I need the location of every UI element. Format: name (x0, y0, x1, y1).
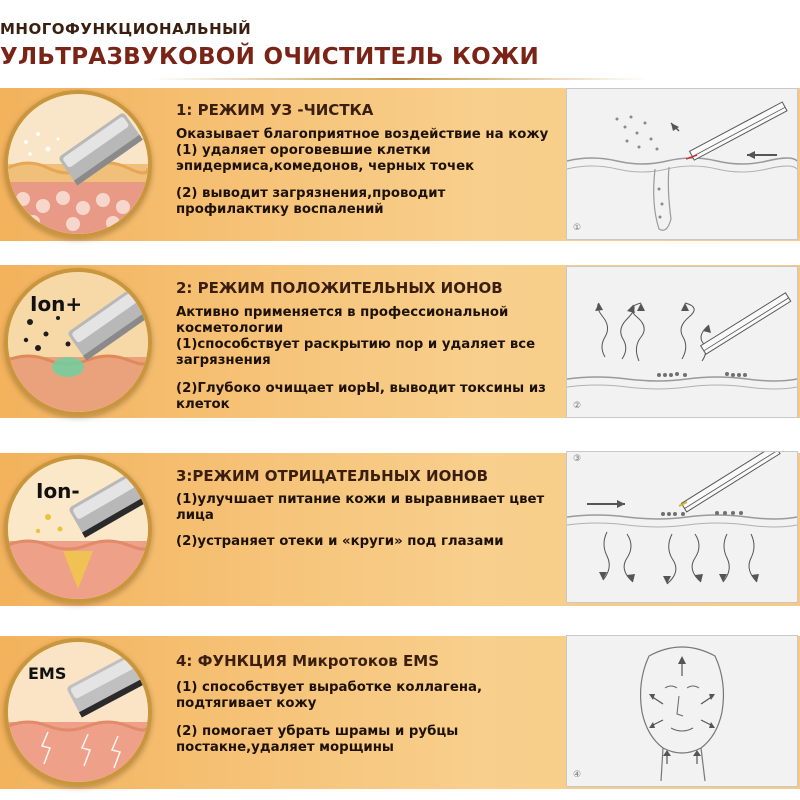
mode-2-line: (1)способствует раскрытию пор и удаляет … (176, 337, 536, 352)
panel-number: ② (573, 401, 582, 411)
mode-3-description: (1)улучшает питание кожи и выравнивает ц… (176, 492, 544, 550)
ion-plus-badge: Ion+ (30, 292, 83, 316)
mode-4-description: (1) способствует выработке коллагена, по… (176, 680, 482, 756)
mode-2-description: Активно применяется в профессиональной к… (176, 305, 546, 413)
mode-2-title: 2: РЕЖИМ ПОЛОЖИТЕЛЬНЫХ ИОНОВ (176, 279, 503, 297)
mode-2-line: (2)Глубоко очищает иорЫ, выводит токсины… (176, 381, 546, 396)
mode-2-line (176, 369, 546, 381)
ion-minus-badge: Ion- (36, 479, 80, 503)
mode-2-diagram: ② (566, 266, 798, 418)
mode-4-line: (2) помогает убрать шрамы и рубцы (176, 724, 459, 739)
mode-2-line: загрязнения (176, 353, 271, 368)
panel-number: ③ (573, 454, 582, 464)
mode-4-line: постакне,удаляет морщины (176, 740, 394, 755)
mode-3-line (176, 524, 544, 534)
mode-4-illustration: EMS (4, 638, 152, 786)
mode-1-diagram: ① (566, 88, 798, 240)
mode-3-diagram: ③ (566, 451, 798, 603)
mode-2-line: клеток (176, 397, 230, 412)
mode-1-line (176, 175, 548, 186)
mode-1-description: Оказывает благоприятное воздействие на к… (176, 127, 548, 218)
mode-3-line: (1)улучшает питание кожи и выравнивает ц… (176, 492, 545, 507)
mode-4-line: подтягивает кожу (176, 696, 317, 711)
title-line-2: УЛЬТРАЗВУКОВОЙ ОЧИСТИТЕЛЬ КОЖИ (0, 44, 540, 70)
mode-1-illustration (4, 90, 152, 238)
mode-4-line: (1) способствует выработке коллагена, (176, 680, 483, 695)
mode-4-title: 4: ФУНКЦИЯ Микротоков EMS (176, 652, 439, 670)
mode-3-line: лица (176, 508, 214, 523)
mode-1-line: (1) удаляет ороговевшие клетки (176, 143, 431, 158)
mode-1-line: эпидермиса,комедонов, черных точек (176, 159, 475, 174)
mode-2-line: косметологии (176, 321, 284, 336)
mode-4-line (176, 712, 482, 724)
mode-2-line: Активно применяется в профессиональной (176, 305, 509, 320)
mode-1-line: (2) выводит загрязнения,проводит (176, 186, 446, 201)
mode-2-illustration: Ion+ (4, 268, 152, 416)
panel-number: ④ (573, 770, 582, 780)
title-line-1: МНОГОФУНКЦИОНАЛЬНЫЙ (0, 20, 252, 38)
mode-1-line: профилактику воспалений (176, 202, 384, 217)
mode-1-title: 1: РЕЖИМ УЗ -ЧИСТКА (176, 101, 374, 119)
mode-3-illustration: Ion- (4, 455, 152, 603)
title-divider (150, 78, 650, 80)
mode-3-title: 3:РЕЖИМ ОТРИЦАТЕЛЬНЫХ ИОНОВ (176, 467, 489, 485)
panel-number: ① (573, 223, 582, 233)
ems-badge: EMS (28, 664, 67, 683)
mode-1-line: Оказывает благоприятное воздействие на к… (176, 127, 549, 142)
mode-3-line: (2)устраняет отеки и «круги» под глазами (176, 534, 504, 549)
mode-4-diagram: ④ (566, 635, 798, 787)
